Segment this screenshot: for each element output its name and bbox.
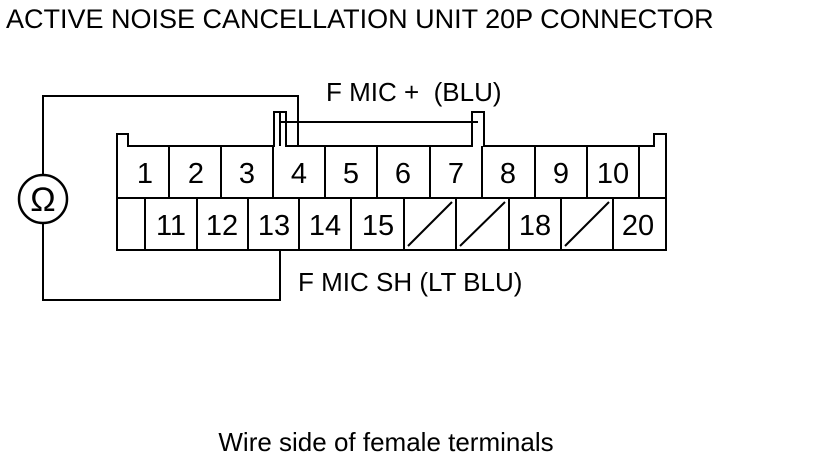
pin-label: 9 [553, 158, 569, 190]
pin-label: 2 [188, 158, 204, 190]
wire-label-fmic-sh: F MIC SH (LT BLU) [298, 267, 522, 297]
pin-label: 15 [362, 210, 394, 242]
unused-cavity-marks [407, 201, 610, 247]
pin-row-top: 1 2 3 4 5 6 7 8 9 10 [137, 158, 629, 190]
connector-housing [116, 111, 667, 251]
diagram-title: ACTIVE NOISE CANCELLATION UNIT 20P CONNE… [6, 4, 714, 34]
ohmmeter-icon: Ω [17, 173, 69, 225]
pin-label: 13 [258, 210, 290, 242]
pin-label: 7 [448, 158, 464, 190]
cell-dividers [144, 146, 640, 250]
pin-label: 8 [500, 158, 516, 190]
ohm-symbol: Ω [30, 181, 55, 219]
pin-label: 4 [291, 158, 307, 190]
pin-label: 20 [622, 210, 654, 242]
pin-label: 1 [137, 158, 153, 190]
pin-label: 5 [343, 158, 359, 190]
pin-label: 12 [206, 210, 238, 242]
pin-label: 10 [597, 158, 629, 190]
pin-label: 18 [519, 210, 551, 242]
pin-label: 6 [395, 158, 411, 190]
pin-label: 11 [156, 210, 186, 242]
pin-row-bottom: 11 12 13 14 15 18 20 [156, 210, 654, 242]
pin-label: 3 [239, 158, 255, 190]
probe-bracket [279, 112, 478, 146]
wire-label-fmic-plus: F MIC + (BLU) [326, 77, 502, 107]
pin-label: 14 [309, 210, 341, 242]
diagram-caption: Wire side of female terminals [218, 427, 553, 457]
